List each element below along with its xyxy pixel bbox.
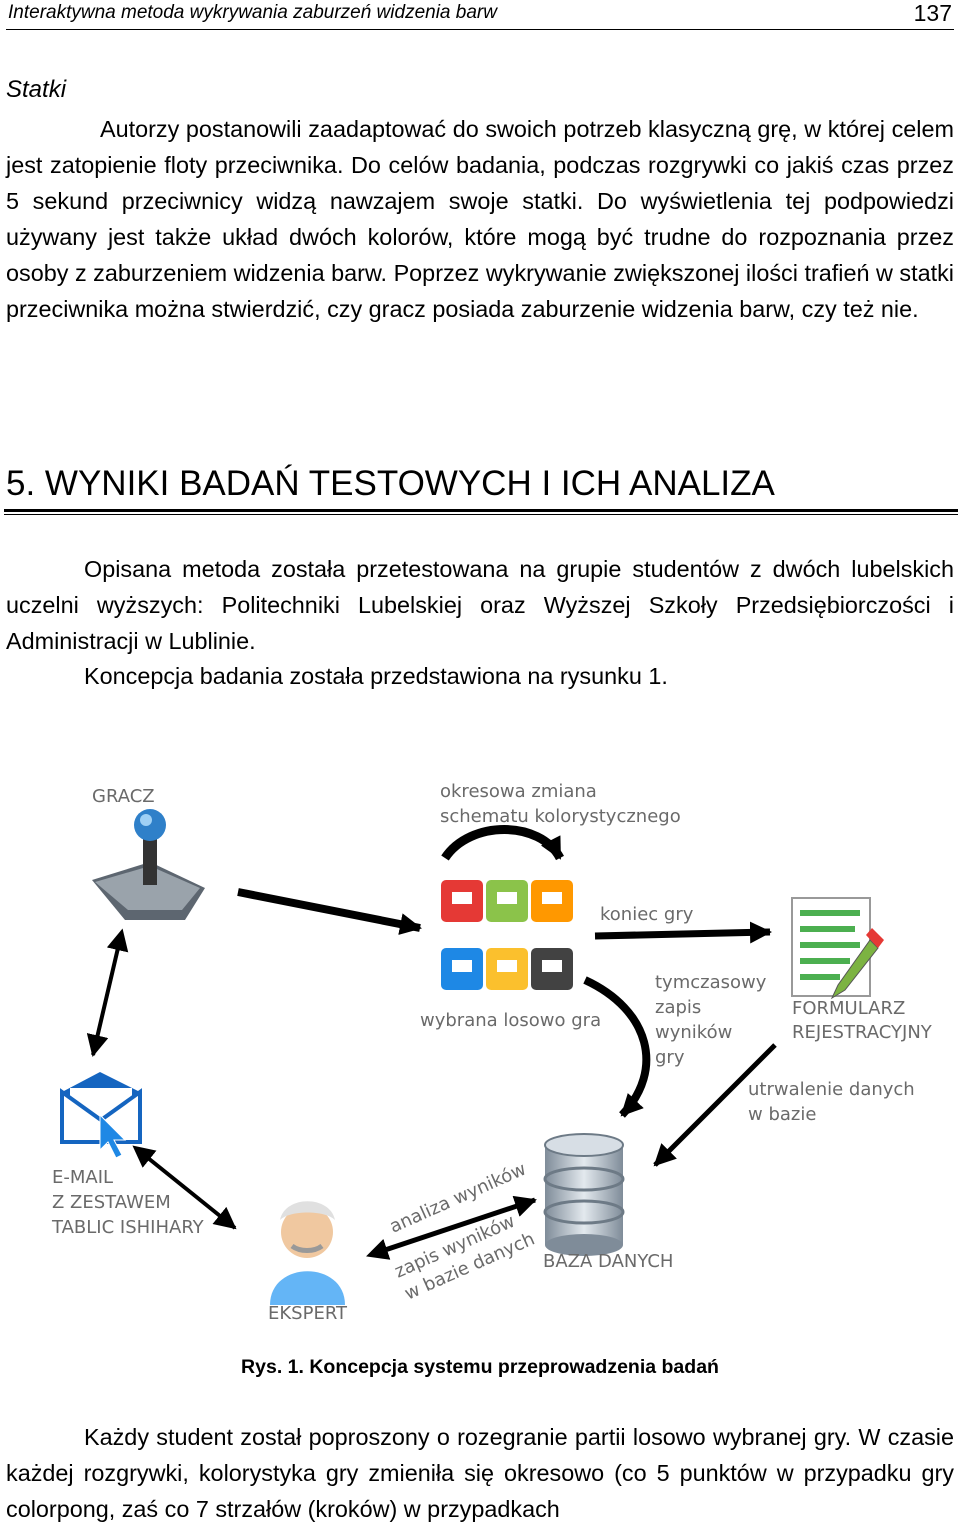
page-number: 137 xyxy=(913,0,952,26)
registration-form-icon xyxy=(791,897,884,1000)
cycle-arrow xyxy=(441,825,564,861)
arrow-temp-save xyxy=(583,976,651,1118)
arrow-to-form xyxy=(594,921,772,944)
arrow-player-to-game xyxy=(237,888,422,935)
game-tile-icons xyxy=(441,880,573,990)
section-rule-thin xyxy=(4,514,958,515)
label-end-of-game: koniec gry xyxy=(600,904,694,925)
database-icon xyxy=(543,1133,625,1256)
paragraph-final: Każdy student został poproszony o rozegr… xyxy=(6,1424,954,1522)
arrow-email-expert xyxy=(132,1145,237,1230)
label-form-1: FORMULARZ xyxy=(792,998,905,1019)
subheading-statki: Statki xyxy=(6,76,67,103)
label-random-game: wybrana losowo gra xyxy=(420,1010,601,1031)
label-persist-2: w bazie xyxy=(748,1104,816,1125)
label-form-2: REJESTRACYJNY xyxy=(792,1022,933,1043)
arrow-expert-database xyxy=(366,1195,537,1260)
label-periodic-change-2: schematu kolorystycznego xyxy=(440,806,681,827)
label-temp-save-4: gry xyxy=(655,1047,685,1068)
label-email-1: E-MAIL xyxy=(52,1167,113,1188)
label-temp-save-1: tymczasowy xyxy=(655,972,767,993)
section-title: 5. WYNIKI BADAŃ TESTOWYCH I ICH ANALIZA xyxy=(6,464,775,503)
label-persist-1: utrwalenie danych xyxy=(748,1079,915,1100)
running-header: Interaktywna metoda wykrywania zaburzeń … xyxy=(6,0,954,30)
joystick-icon xyxy=(92,809,205,920)
label-expert: EKSPERT xyxy=(268,1303,348,1324)
arrow-player-email xyxy=(86,928,129,1057)
section-rule xyxy=(4,509,958,512)
paragraph-method: Opisana metoda została przetestowana na … xyxy=(6,556,954,654)
paragraph-concept: Koncepcja badania została przedstawiona … xyxy=(84,663,668,689)
label-database: BAZA DANYCH xyxy=(543,1251,673,1272)
envelope-icon xyxy=(60,1072,142,1159)
label-gracz: GRACZ xyxy=(92,786,155,807)
label-email-3: TABLIC ISHIHARY xyxy=(51,1217,205,1238)
label-temp-save-3: wyników xyxy=(655,1022,732,1043)
expert-icon xyxy=(270,1201,345,1305)
system-concept-diagram: GRACZ okresowa zmiana schematu kolorysty… xyxy=(51,781,933,1324)
figure-caption: Rys. 1. Koncepcja systemu przeprowadzeni… xyxy=(241,1356,719,1378)
label-periodic-change-1: okresowa zmiana xyxy=(440,781,597,802)
running-title: Interaktywna metoda wykrywania zaburzeń … xyxy=(8,2,497,23)
paragraph-statki: Autorzy postanowili zaadaptować do swoic… xyxy=(6,116,954,322)
arrow-persist xyxy=(653,1043,777,1167)
label-temp-save-2: zapis xyxy=(655,997,701,1018)
label-email-2: Z ZESTAWEM xyxy=(52,1192,171,1213)
